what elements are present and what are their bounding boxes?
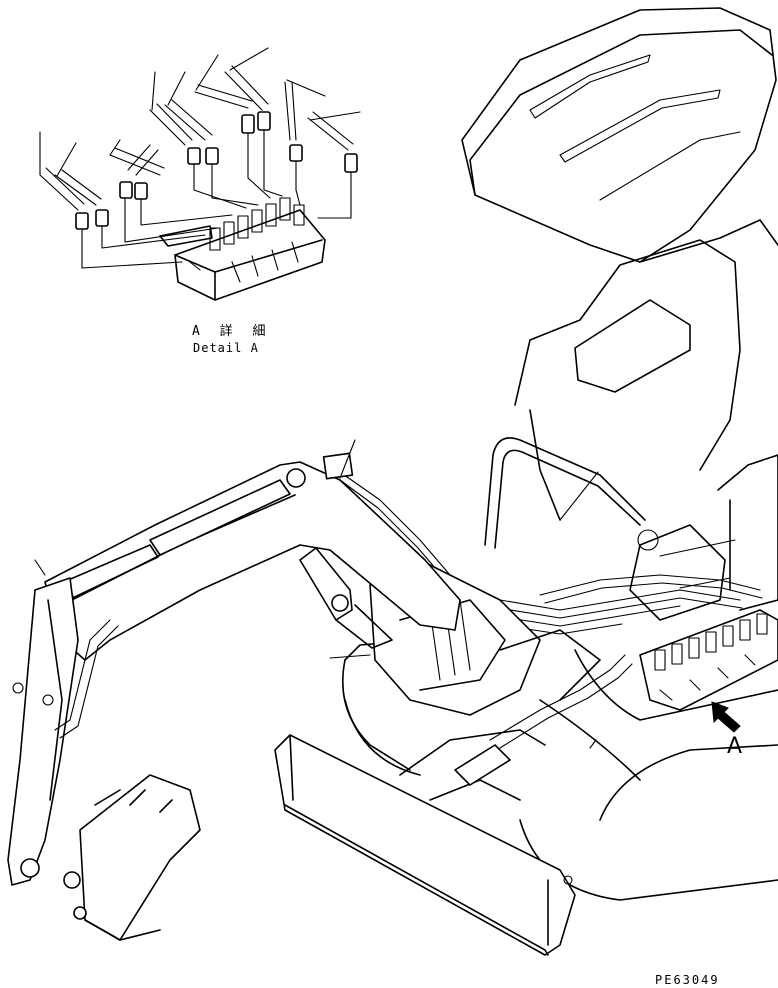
bucket (63, 774, 201, 941)
seat (717, 454, 778, 611)
callout-leaders (34, 439, 736, 749)
boom-cylinder (299, 547, 393, 649)
arm (7, 577, 79, 886)
arm-cylinder (44, 452, 354, 606)
cab-frame (514, 219, 778, 521)
detail-valve-block (174, 209, 326, 301)
dozer-cylinder (454, 654, 633, 786)
view-a-arrow (711, 701, 741, 733)
detail-hose-fittings (75, 111, 358, 230)
view-a-label: A (727, 734, 743, 759)
engine-hood (461, 7, 777, 263)
detail-leader-lines (39, 47, 361, 177)
control-valve-bank (629, 524, 778, 711)
detail-hoses (39, 65, 354, 211)
operator-handrail (484, 437, 646, 549)
detail-routing-lines (81, 129, 352, 269)
detail-a-title-en: Detail A (193, 341, 259, 355)
detail-valve-spools (209, 197, 305, 251)
arm-hose (12, 619, 119, 739)
detail-a-view (39, 47, 361, 301)
detail-a-title-jp: A 詳 細 (192, 324, 272, 339)
drawing-number: PE63049 (655, 973, 720, 987)
dozer-blade (274, 729, 576, 956)
